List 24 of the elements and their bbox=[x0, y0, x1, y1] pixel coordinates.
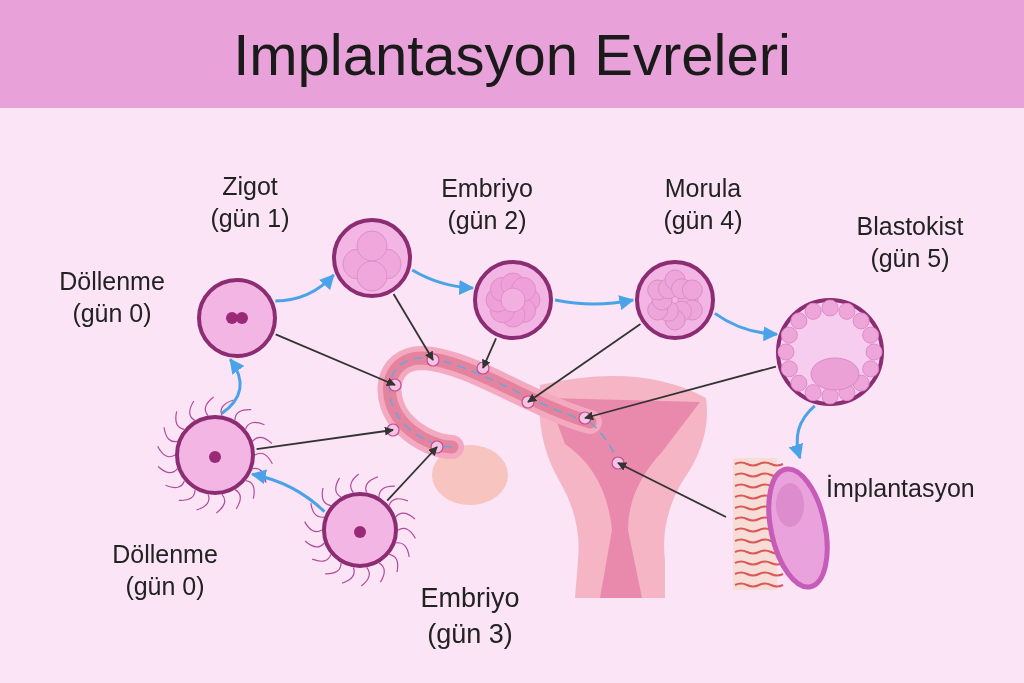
stage-label: Embriyo (gün 2) bbox=[440, 173, 534, 236]
stage-label: Döllenme (gün 0) bbox=[58, 266, 166, 329]
arrow bbox=[584, 365, 777, 421]
arrow bbox=[274, 333, 396, 386]
stage-label: Embriyo (gün 3) bbox=[419, 582, 521, 651]
arrow bbox=[220, 358, 245, 415]
stage-label: Morula (gün 4) bbox=[662, 173, 744, 236]
arrow bbox=[392, 293, 434, 361]
arrow bbox=[527, 323, 642, 403]
arrow bbox=[554, 295, 635, 310]
stage-label: Blastokist (gün 5) bbox=[855, 211, 965, 274]
stage-label: Zigot (gün 1) bbox=[209, 171, 291, 234]
arrow bbox=[255, 426, 394, 451]
arrow bbox=[789, 404, 816, 460]
stage-label: İmplantasyon bbox=[826, 473, 976, 504]
arrow bbox=[275, 274, 335, 303]
arrow bbox=[617, 462, 727, 518]
arrow bbox=[482, 337, 497, 369]
stage-label: Döllenme (gün 0) bbox=[111, 539, 219, 602]
arrow bbox=[411, 268, 475, 295]
title: Implantasyon Evreleri bbox=[233, 20, 791, 88]
arrow bbox=[250, 469, 326, 513]
arrow bbox=[713, 312, 779, 341]
arrow bbox=[386, 446, 438, 502]
